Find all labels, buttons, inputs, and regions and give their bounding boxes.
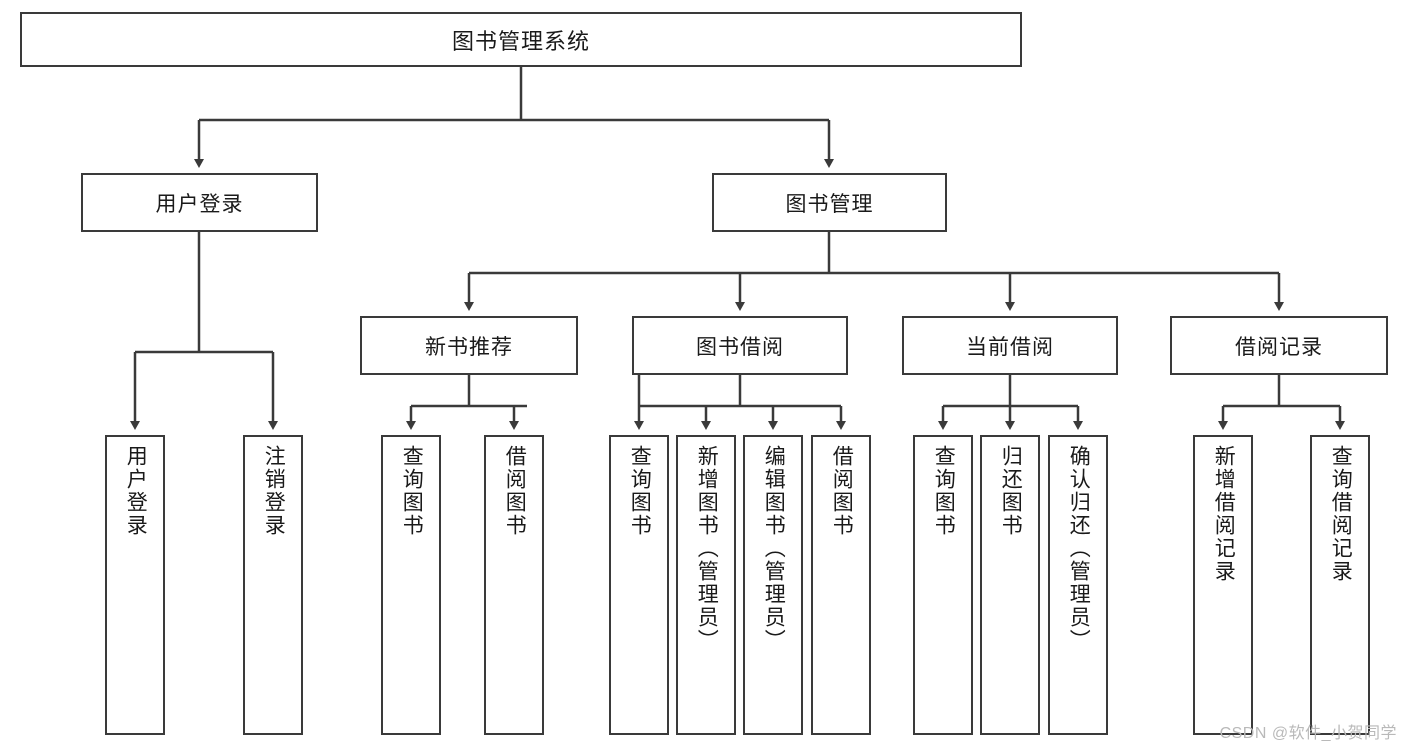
- node-label: 注销登录: [262, 445, 286, 537]
- watermark: CSDN @软件_小贺同学: [1219, 725, 1397, 742]
- leaf-query-book-1[interactable]: 查询图书: [381, 435, 441, 735]
- leaf-query-book-3[interactable]: 查询图书: [913, 435, 973, 735]
- node-user-login[interactable]: 用户登录: [81, 173, 318, 232]
- node-label: 借阅图书: [830, 445, 854, 537]
- node-label: 查询借阅记录: [1329, 445, 1353, 583]
- node-current-borrow[interactable]: 当前借阅: [902, 316, 1118, 375]
- leaf-edit-book[interactable]: 编辑图书（管理员）: [743, 435, 803, 735]
- leaf-user-login[interactable]: 用户登录: [105, 435, 165, 735]
- node-label: 编辑图书（管理员）: [762, 445, 786, 652]
- leaf-return-book[interactable]: 归还图书: [980, 435, 1040, 735]
- node-label: 查询图书: [400, 445, 424, 537]
- leaf-confirm-return[interactable]: 确认归还（管理员）: [1048, 435, 1108, 735]
- node-label: 归还图书: [999, 445, 1023, 537]
- node-label: 新增借阅记录: [1212, 445, 1236, 583]
- node-label: 查询图书: [628, 445, 652, 537]
- node-label: 图书借阅: [696, 335, 784, 359]
- node-root[interactable]: 图书管理系统: [20, 12, 1022, 67]
- node-label: 图书管理: [785, 192, 874, 216]
- leaf-borrow-book-2[interactable]: 借阅图书: [811, 435, 871, 735]
- node-label: 确认归还（管理员）: [1067, 445, 1091, 652]
- leaf-borrow-book-1[interactable]: 借阅图书: [484, 435, 544, 735]
- leaf-user-logout[interactable]: 注销登录: [243, 435, 303, 735]
- node-label: 借阅记录: [1235, 335, 1323, 359]
- node-book-borrow[interactable]: 图书借阅: [632, 316, 848, 375]
- node-borrow-record[interactable]: 借阅记录: [1170, 316, 1388, 375]
- node-label: 借阅图书: [503, 445, 527, 537]
- node-label: 用户登录: [155, 192, 244, 216]
- leaf-add-record[interactable]: 新增借阅记录: [1193, 435, 1253, 735]
- node-label: 新书推荐: [425, 335, 513, 359]
- node-book-manage[interactable]: 图书管理: [712, 173, 947, 232]
- leaf-query-record[interactable]: 查询借阅记录: [1310, 435, 1370, 735]
- node-new-book-rec[interactable]: 新书推荐: [360, 316, 578, 375]
- node-label: 当前借阅: [966, 335, 1054, 359]
- node-label: 新增图书（管理员）: [695, 445, 719, 652]
- leaf-query-book-2[interactable]: 查询图书: [609, 435, 669, 735]
- node-label: 用户登录: [124, 445, 148, 537]
- node-label: 图书管理系统: [451, 28, 590, 54]
- node-label: 查询图书: [932, 445, 956, 537]
- leaf-add-book[interactable]: 新增图书（管理员）: [676, 435, 736, 735]
